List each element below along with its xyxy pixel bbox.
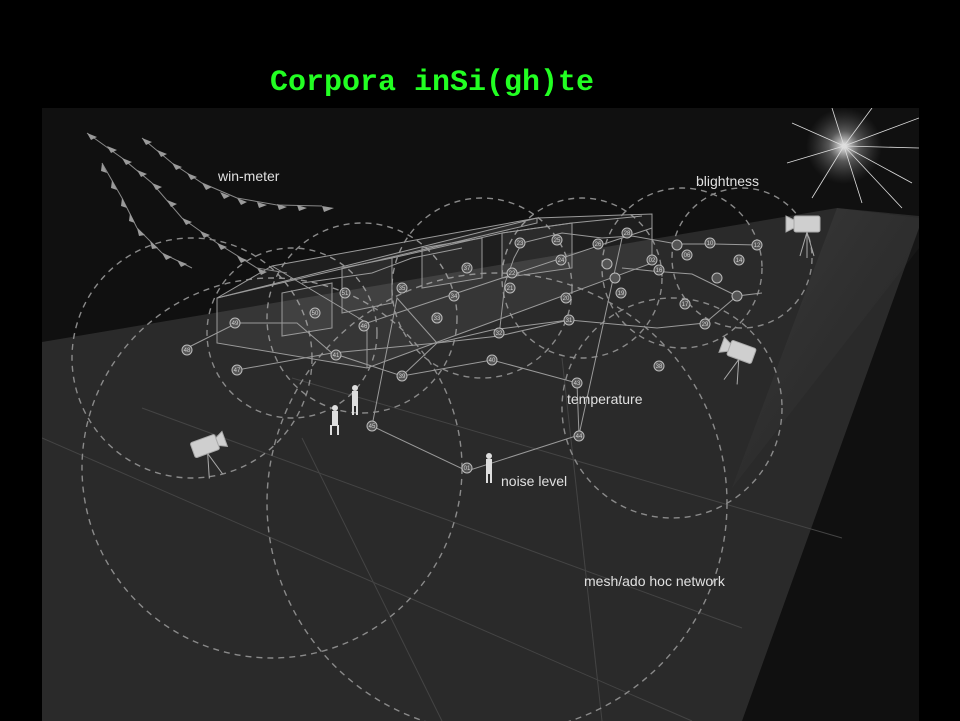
node-label: 38 bbox=[656, 364, 663, 370]
noise-level-label: noise level bbox=[501, 473, 567, 489]
node-label: 49 bbox=[232, 321, 239, 327]
node-label: 25 bbox=[554, 238, 561, 244]
node-label: 39 bbox=[399, 374, 406, 380]
coverage-circles bbox=[71, 187, 813, 721]
node-label: 46 bbox=[361, 324, 368, 330]
node-label: 21 bbox=[507, 286, 514, 292]
ground-plane bbox=[42, 208, 919, 721]
node-label: 35 bbox=[399, 286, 406, 292]
node-label: 20 bbox=[563, 296, 570, 302]
node-label: 16 bbox=[656, 268, 663, 274]
camera-icon bbox=[190, 215, 821, 479]
node-label: 41 bbox=[333, 353, 340, 359]
sensor-network-diagram: 48 47 49 50 51 46 33 34 35 37 21 22 23 2… bbox=[42, 108, 919, 721]
node-label: 02 bbox=[649, 258, 656, 264]
node-label: 29 bbox=[702, 322, 709, 328]
page-title: Corpora inSi(gh)te bbox=[270, 66, 595, 100]
node-label: 47 bbox=[234, 368, 241, 374]
node-label: 40 bbox=[489, 358, 496, 364]
temperature-label: temperature bbox=[567, 391, 643, 407]
node-label: 28 bbox=[624, 231, 631, 237]
wind-arrow-icon bbox=[86, 132, 334, 275]
network-label: mesh/ado hoc network bbox=[584, 573, 726, 589]
node-label: 50 bbox=[312, 311, 319, 317]
node-label: 12 bbox=[754, 243, 761, 249]
node-label: 24 bbox=[558, 258, 565, 264]
node-label: 19 bbox=[618, 291, 625, 297]
node-number-labels: 48 47 49 50 51 46 33 34 35 37 21 22 23 2… bbox=[184, 231, 761, 472]
node-label: 34 bbox=[451, 294, 458, 300]
node-label: 32 bbox=[496, 331, 503, 337]
node-label: 01 bbox=[464, 466, 471, 472]
node-label: 43 bbox=[574, 381, 581, 387]
sun-burst-icon bbox=[786, 108, 919, 209]
node-label: 31 bbox=[566, 318, 573, 324]
node-label: 37 bbox=[464, 266, 471, 272]
node-label: 22 bbox=[509, 271, 516, 277]
brightness-label: blightness bbox=[696, 173, 759, 189]
node-label: 14 bbox=[736, 258, 743, 264]
node-label: 48 bbox=[184, 348, 191, 354]
node-label: 51 bbox=[342, 291, 349, 297]
node-label: 06 bbox=[684, 253, 691, 259]
node-label: 23 bbox=[517, 241, 524, 247]
node-label: 45 bbox=[369, 424, 376, 430]
diagram-panel: 48 47 49 50 51 46 33 34 35 37 21 22 23 2… bbox=[42, 108, 919, 721]
person-icon bbox=[330, 385, 492, 483]
ground-grid bbox=[42, 357, 843, 721]
wind-meter-label: win-meter bbox=[217, 168, 280, 184]
light-beam bbox=[732, 208, 919, 488]
node-label: 26 bbox=[595, 242, 602, 248]
node-label: 44 bbox=[576, 434, 583, 440]
node-label: 10 bbox=[707, 241, 714, 247]
node-label: 17 bbox=[682, 302, 689, 308]
sensor-nodes bbox=[181, 227, 763, 474]
node-label: 33 bbox=[434, 316, 441, 322]
